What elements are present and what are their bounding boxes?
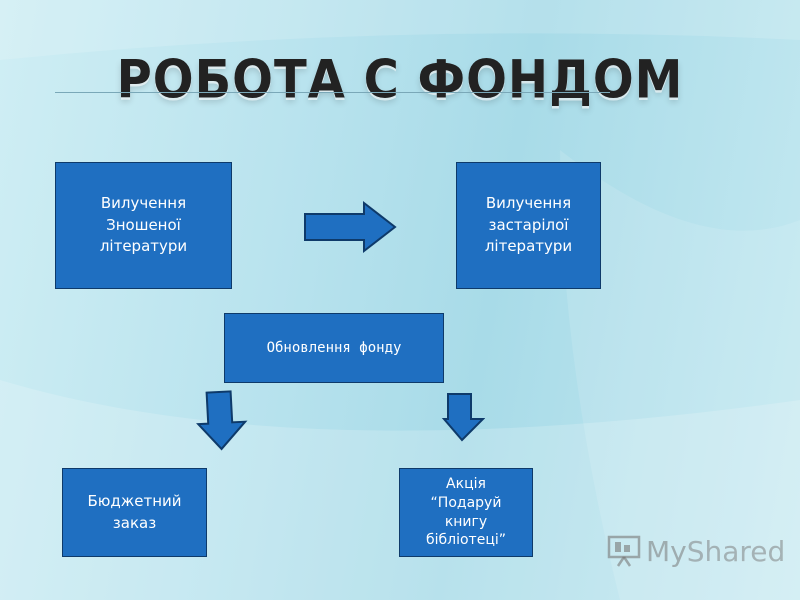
node-budget-order: Бюджетний заказ	[62, 468, 207, 557]
node-gift-campaign-label: Акція “Подаруй книгу бібліотеці”	[425, 475, 506, 549]
watermark-my: My	[646, 534, 687, 568]
presentation-icon	[607, 535, 641, 567]
arrow-right	[304, 200, 397, 254]
title-underline	[55, 92, 610, 93]
node-fund-renewal-label: Обновлення фонду	[266, 339, 402, 356]
node-outdated-literature-label: Вилучення застарілої літератури	[484, 193, 573, 256]
arrow-down-left	[196, 390, 248, 451]
watermark-shared: Shared	[686, 534, 786, 568]
slide-title: РОБОТА С ФОНДОМ	[116, 49, 684, 111]
node-worn-literature-label: Вилучення Зношеної літератури	[99, 193, 188, 256]
node-worn-literature: Вилучення Зношеної літератури	[55, 162, 232, 289]
node-outdated-literature: Вилучення застарілої літератури	[456, 162, 601, 289]
node-fund-renewal: Обновлення фонду	[224, 313, 444, 383]
arrow-down-right	[441, 393, 485, 442]
node-gift-campaign: Акція “Подаруй книгу бібліотеці”	[399, 468, 533, 557]
node-budget-order-label: Бюджетний заказ	[87, 491, 182, 532]
